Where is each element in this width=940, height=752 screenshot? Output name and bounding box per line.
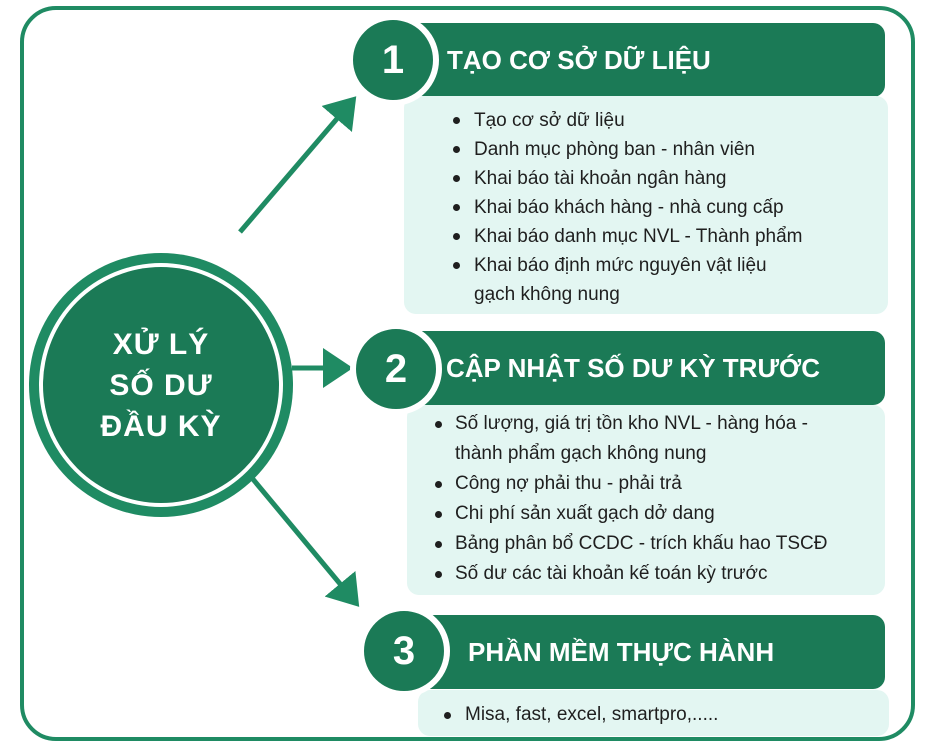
list-item-text: Tạo cơ sở dữ liệu	[474, 110, 625, 131]
list-item: Misa, fast, excel, smartpro,.....	[418, 700, 889, 730]
step-3-number-badge: 3	[358, 605, 450, 697]
arrow-to-step-1	[238, 96, 357, 234]
step-2-panel: Số lượng, giá trị tồn kho NVL - hàng hóa…	[407, 405, 885, 595]
step-2-header: CẬP NHẬT SỐ DƯ KỲ TRƯỚC	[392, 331, 885, 405]
step-2-number-badge: 2	[350, 323, 442, 415]
step-1-number-badge: 1	[347, 14, 439, 106]
bullet-icon	[453, 175, 460, 182]
list-item-continuation: gạch không nung	[404, 280, 888, 309]
bullet-icon	[453, 204, 460, 211]
step-3-header: PHẦN MỀM THỰC HÀNH	[392, 615, 885, 689]
bullet-icon	[435, 541, 442, 548]
list-item-text: Chi phí sản xuất gạch dở dang	[455, 503, 715, 524]
list-item: Số lượng, giá trị tồn kho NVL - hàng hóa…	[407, 409, 885, 439]
bullet-icon	[435, 481, 442, 488]
list-item-text: Khai báo định mức nguyên vật liệu	[474, 255, 767, 276]
list-item-text: Khai báo tài khoản ngân hàng	[474, 168, 727, 189]
bullet-icon	[453, 146, 460, 153]
list-item-text: Misa, fast, excel, smartpro,.....	[465, 704, 719, 725]
outer-frame	[20, 6, 915, 741]
list-item: Chi phí sản xuất gạch dở dang	[407, 499, 885, 529]
center-title-line-2: SỐ DƯ	[109, 368, 213, 402]
list-item: Tạo cơ sở dữ liệu	[404, 106, 888, 135]
list-item: Khai báo danh mục NVL - Thành phẩm	[404, 222, 888, 251]
list-item-text: Công nợ phải thu - phải trả	[455, 473, 682, 494]
bullet-icon	[453, 233, 460, 240]
step-3-panel: Misa, fast, excel, smartpro,.....	[418, 690, 889, 736]
center-title-line-3: ĐẦU KỲ	[100, 409, 222, 443]
step-2-title: CẬP NHẬT SỐ DƯ KỲ TRƯỚC	[446, 353, 820, 383]
bullet-icon	[453, 117, 460, 124]
bullet-icon	[444, 712, 451, 719]
step-1-title: TẠO CƠ SỞ DỮ LIỆU	[447, 45, 711, 75]
list-item-text: gạch không nung	[474, 284, 620, 305]
step-1-panel: Tạo cơ sở dữ liệu Danh mục phòng ban - n…	[404, 96, 888, 314]
list-item: Khai báo tài khoản ngân hàng	[404, 164, 888, 193]
bullet-icon	[435, 421, 442, 428]
center-circle: XỬ LÝ SỐ DƯ ĐẦU KỲ	[43, 267, 279, 503]
list-item: Bảng phân bổ CCDC - trích khấu hao TSCĐ	[407, 529, 885, 559]
step-1-list: Tạo cơ sở dữ liệu Danh mục phòng ban - n…	[404, 96, 888, 309]
list-item-continuation: thành phẩm gạch không nung	[407, 439, 885, 469]
list-item-text: Số lượng, giá trị tồn kho NVL - hàng hóa…	[455, 413, 808, 434]
bullet-icon	[453, 262, 460, 269]
list-item-text: thành phẩm gạch không nung	[455, 443, 707, 464]
list-item-text: Khai báo khách hàng - nhà cung cấp	[474, 197, 784, 218]
step-3-title: PHẦN MỀM THỰC HÀNH	[468, 637, 775, 667]
center-title-line-1: XỬ LÝ	[112, 327, 210, 361]
step-2-list: Số lượng, giá trị tồn kho NVL - hàng hóa…	[407, 405, 885, 589]
list-item: Công nợ phải thu - phải trả	[407, 469, 885, 499]
list-item-text: Khai báo danh mục NVL - Thành phẩm	[474, 226, 803, 247]
step-3-list: Misa, fast, excel, smartpro,.....	[418, 690, 889, 730]
list-item-text: Số dư các tài khoản kế toán kỳ trước	[455, 563, 768, 584]
list-item: Danh mục phòng ban - nhân viên	[404, 135, 888, 164]
list-item: Khai báo khách hàng - nhà cung cấp	[404, 193, 888, 222]
step-1-header: TẠO CƠ SỞ DỮ LIỆU	[392, 23, 885, 97]
center-node: XỬ LÝ SỐ DƯ ĐẦU KỲ	[29, 253, 293, 517]
bullet-icon	[435, 511, 442, 518]
list-item: Số dư các tài khoản kế toán kỳ trước	[407, 559, 885, 589]
list-item-text: Bảng phân bổ CCDC - trích khấu hao TSCĐ	[455, 533, 828, 554]
list-item-text: Danh mục phòng ban - nhân viên	[474, 139, 755, 160]
bullet-icon	[435, 571, 442, 578]
list-item: Khai báo định mức nguyên vật liệu	[404, 251, 888, 280]
